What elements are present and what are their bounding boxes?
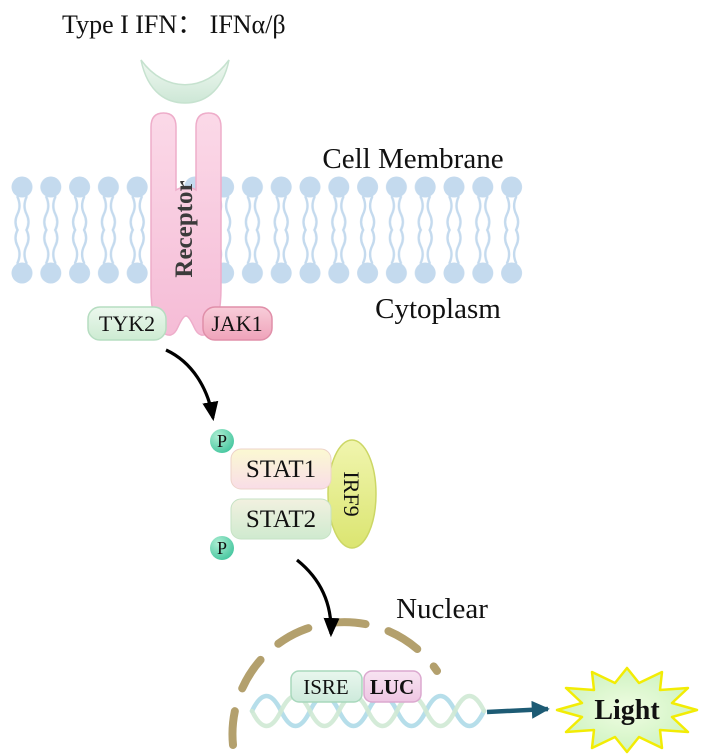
phospho-bottom-label: P bbox=[217, 538, 227, 558]
light-label: Light bbox=[594, 695, 660, 726]
output-arrow bbox=[486, 700, 550, 719]
signal-arrow-2 bbox=[295, 558, 340, 638]
irf9-label: IRF9 bbox=[339, 471, 364, 516]
stat2-box bbox=[230, 498, 332, 540]
jak1-badge bbox=[202, 306, 273, 341]
tyk2-label: TYK2 bbox=[99, 311, 155, 336]
phosphate-icon bbox=[210, 536, 234, 560]
light-burst-icon bbox=[555, 666, 699, 754]
isre-label: ISRE bbox=[303, 675, 349, 699]
stat1-label: STAT1 bbox=[246, 456, 316, 483]
irf9-shape bbox=[327, 439, 377, 549]
phospho-top-label: P bbox=[217, 431, 227, 451]
nuclear-membrane bbox=[228, 618, 441, 749]
dna-strand bbox=[249, 693, 487, 729]
phosphate-icon bbox=[210, 429, 234, 453]
cytoplasm-label: Cytoplasm bbox=[375, 293, 501, 325]
isre-box bbox=[290, 670, 363, 703]
luc-label: LUC bbox=[370, 675, 414, 699]
nuclear-label: Nuclear bbox=[396, 593, 488, 625]
title: Type I IFN： IFNα/β bbox=[62, 10, 286, 39]
stat2-label: STAT2 bbox=[246, 506, 316, 533]
signal-arrow-1 bbox=[165, 348, 219, 422]
tyk2-badge bbox=[87, 306, 167, 341]
luc-box bbox=[363, 670, 422, 703]
ifn-ligand-icon bbox=[140, 59, 230, 104]
jak1-label: JAK1 bbox=[211, 311, 262, 336]
receptor-label: Receptor bbox=[171, 180, 198, 277]
cell-membrane-label: Cell Membrane bbox=[322, 143, 503, 175]
stat1-box bbox=[230, 448, 332, 490]
lipid-bilayer bbox=[8, 176, 528, 284]
